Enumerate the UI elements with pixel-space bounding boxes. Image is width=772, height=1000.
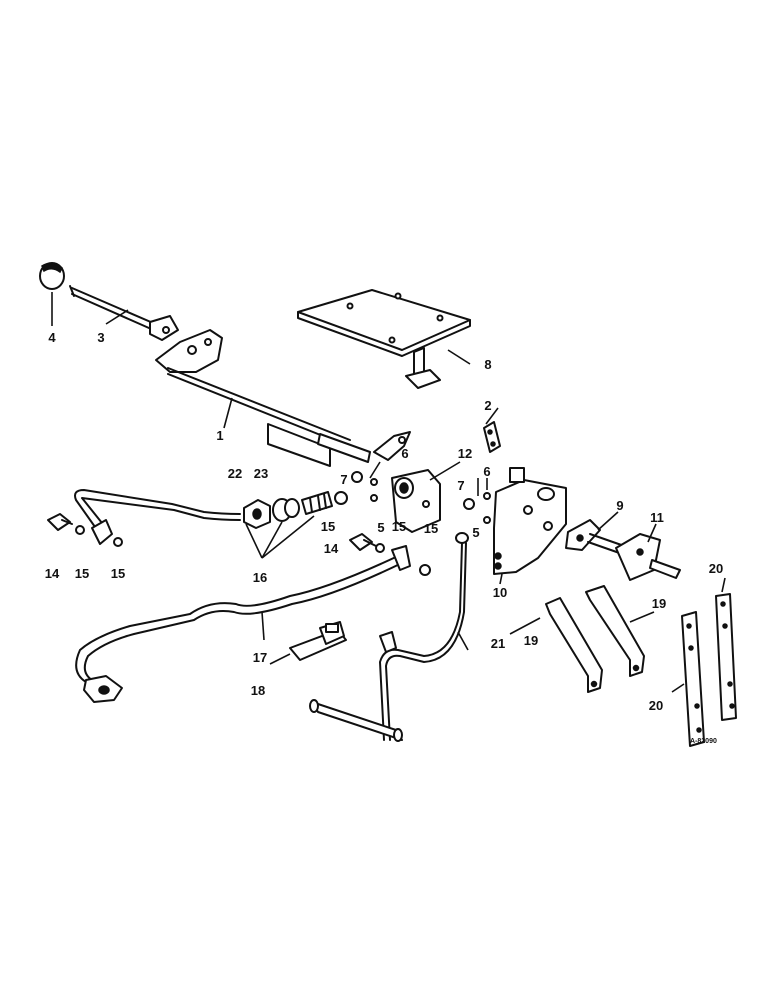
part-valve-body bbox=[391, 469, 441, 533]
callout-16: 16 bbox=[253, 570, 267, 585]
callout-18: 18 bbox=[251, 683, 265, 698]
part-support-bracket bbox=[545, 585, 645, 693]
part-nut bbox=[243, 499, 271, 529]
callout-19: 19 bbox=[652, 596, 666, 611]
callout-15: 15 bbox=[321, 519, 335, 534]
callout-12: 12 bbox=[458, 446, 472, 461]
part-bracket-block bbox=[289, 621, 347, 661]
callout-8: 8 bbox=[484, 357, 491, 372]
callout-20: 20 bbox=[709, 561, 723, 576]
callout-14: 14 bbox=[324, 541, 339, 556]
callout-20: 20 bbox=[649, 698, 663, 713]
part-control-valve bbox=[493, 467, 567, 575]
part-small-link bbox=[483, 421, 501, 453]
callout-14: 14 bbox=[45, 566, 60, 581]
callout-19: 19 bbox=[524, 633, 538, 648]
callout-23: 23 bbox=[254, 466, 268, 481]
part-coupler-plate bbox=[615, 533, 681, 581]
callout-15: 15 bbox=[75, 566, 89, 581]
callout-10: 10 bbox=[493, 585, 507, 600]
callout-15: 15 bbox=[392, 519, 406, 534]
callout-17: 17 bbox=[253, 650, 267, 665]
callout-2: 2 bbox=[484, 398, 491, 413]
part-connector bbox=[47, 513, 377, 551]
callouts: 4 3 1 8 2 6 12 6 22 23 7 7 5 15 15 15 5 … bbox=[45, 330, 723, 745]
callout-6: 6 bbox=[483, 464, 490, 479]
callout-15: 15 bbox=[424, 521, 438, 536]
part-adapter bbox=[301, 491, 333, 515]
leader-lines bbox=[51, 292, 726, 693]
part-knob bbox=[39, 262, 65, 290]
callout-1: 1 bbox=[216, 428, 223, 443]
part-control-rod bbox=[69, 285, 179, 341]
part-control-lever bbox=[309, 532, 469, 742]
callout-5: 5 bbox=[377, 520, 384, 535]
callout-7: 7 bbox=[340, 472, 347, 487]
hydraulic-line-upper bbox=[74, 489, 241, 545]
part-mounting-plate bbox=[297, 289, 471, 389]
part-fitting bbox=[272, 498, 300, 522]
callout-22: 22 bbox=[228, 466, 242, 481]
callout-6: 6 bbox=[401, 446, 408, 461]
callout-9: 9 bbox=[616, 498, 623, 513]
hydraulic-line-17 bbox=[75, 545, 411, 703]
callout-21: 21 bbox=[491, 636, 505, 651]
part-lever-shaft bbox=[155, 329, 411, 467]
part-strap bbox=[681, 593, 737, 747]
callout-11: 11 bbox=[650, 510, 664, 525]
callout-7: 7 bbox=[457, 478, 464, 493]
callout-4: 4 bbox=[48, 330, 56, 345]
reference-code: A-82090 bbox=[690, 738, 717, 745]
callout-15: 15 bbox=[111, 566, 125, 581]
callout-5: 5 bbox=[472, 525, 479, 540]
washers bbox=[75, 471, 491, 576]
callout-3: 3 bbox=[97, 330, 104, 345]
